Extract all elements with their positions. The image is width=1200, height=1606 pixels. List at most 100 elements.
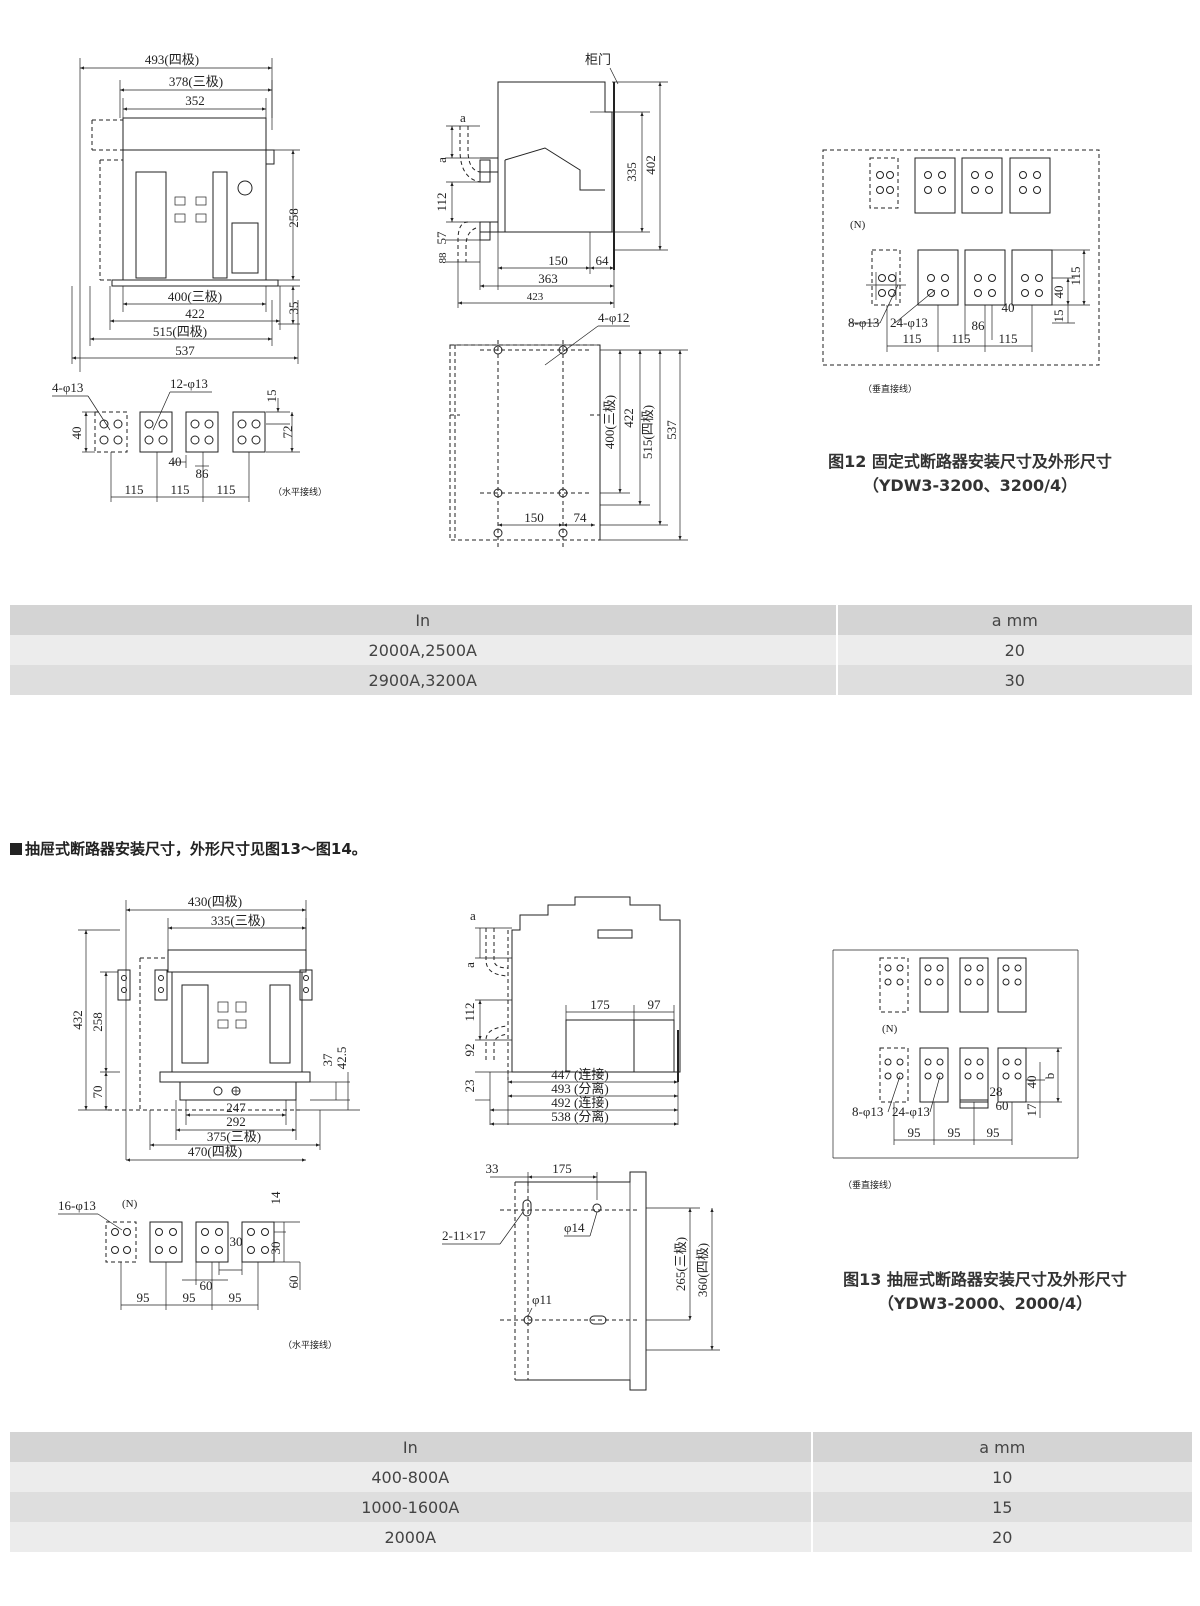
dim-115b: 115 xyxy=(170,482,189,497)
dim-95b-vert: 95 xyxy=(948,1125,961,1140)
dim-422: 422 xyxy=(185,306,205,321)
caption-horizontal: （水平接线） xyxy=(273,486,327,498)
label-n-horiz: (N) xyxy=(122,1198,138,1210)
label-phi14: φ14 xyxy=(564,1220,585,1235)
dim-28: 28 xyxy=(990,1084,1003,1099)
fig12-mounting-view: 4-φ12 150 74 400(三极) 422 515(四极) 537 xyxy=(449,310,688,550)
fig12-vertical-wiring: (N) 8-φ13 24-φ13 86 40 xyxy=(822,149,1100,395)
fig13-vertical-wiring: (N) 8-φ13 24-φ13 28 60 40 b xyxy=(832,949,1079,1191)
dim-258: 258 xyxy=(90,1012,105,1032)
dim-423: 423 xyxy=(527,291,544,303)
dim-112: 112 xyxy=(434,192,449,211)
dim-a1-13: a xyxy=(470,908,476,923)
dim-352: 352 xyxy=(185,93,205,108)
cell-in: 2000A xyxy=(10,1522,812,1552)
dim-35: 35 xyxy=(286,302,301,315)
table-fixed-breaker: In a mm 2000A,2500A 20 2900A,3200A 30 xyxy=(10,605,1192,695)
dim-493: 493(四极) xyxy=(145,52,199,67)
fig12-caption: 图12 固定式断路器安装尺寸及外形尺寸 （YDW3-3200、3200/4） xyxy=(770,450,1170,498)
label-16-phi13: 16-φ13 xyxy=(58,1198,96,1213)
cell-in: 400-800A xyxy=(10,1462,812,1492)
fig12-front-view: 493(四极) 378(三极) 352 258 35 xyxy=(71,52,301,372)
dim-70: 70 xyxy=(90,1086,105,1099)
square-bullet-icon xyxy=(10,843,22,855)
fig13-side-view: a a 112 92 23 175 97 447 (连接) 493 (分离) 4… xyxy=(462,896,681,1126)
cell-a: 20 xyxy=(835,635,1192,665)
dim-537-mount: 537 xyxy=(664,420,679,440)
fig12-subtitle: （YDW3-3200、3200/4） xyxy=(862,476,1078,495)
dim-60-h: 60 xyxy=(200,1278,213,1293)
label-12-phi13: 12-φ13 xyxy=(170,376,208,391)
dim-492: 492 (连接) xyxy=(551,1095,608,1110)
label-8-phi13-vert-13: 8-φ13 xyxy=(852,1104,883,1119)
table-header-row: In a mm xyxy=(10,1432,1192,1462)
fig13-horizontal-wiring: 16-φ13 (N) 14 30 60 30 60 95 xyxy=(58,1191,337,1351)
dim-97: 97 xyxy=(648,997,662,1012)
label-24-phi13-vert: 24-φ13 xyxy=(890,315,928,330)
dim-33: 33 xyxy=(486,1161,499,1176)
dim-14: 14 xyxy=(268,1191,283,1205)
dim-265: 265(三极) xyxy=(673,1237,688,1291)
dim-115a-vert: 115 xyxy=(902,331,921,346)
dim-432: 432 xyxy=(70,1010,85,1030)
dim-64: 64 xyxy=(596,253,610,268)
dim-15-right: 15 xyxy=(1051,310,1066,323)
dim-112-13: 112 xyxy=(462,1002,477,1021)
caption-vertical: （垂直接线） xyxy=(863,383,917,395)
dim-422-mount: 422 xyxy=(621,408,636,428)
dim-402: 402 xyxy=(643,155,658,175)
header-a-mm: a mm xyxy=(835,605,1192,635)
caption-vertical-13: （垂直接线） xyxy=(843,1179,897,1191)
cell-in: 2900A,3200A xyxy=(10,665,837,695)
label-4-phi13: 4-φ13 xyxy=(52,380,83,395)
dim-175-mount: 175 xyxy=(552,1161,572,1176)
dim-40-right: 40 xyxy=(1051,286,1066,299)
dim-a1: a xyxy=(460,110,466,125)
dim-40: 40 xyxy=(69,427,84,440)
dim-86-vert: 86 xyxy=(972,318,986,333)
label-slot: 2-11×17 xyxy=(442,1228,486,1243)
fig12-title: 图12 固定式断路器安装尺寸及外形尺寸 xyxy=(828,452,1112,471)
dim-88: 88 xyxy=(437,252,449,264)
dim-115c: 115 xyxy=(216,482,235,497)
dim-30-h: 30 xyxy=(230,1234,243,1249)
dim-292: 292 xyxy=(226,1114,246,1129)
dim-115a: 115 xyxy=(124,482,143,497)
dim-537: 537 xyxy=(175,343,195,358)
dim-a2-13: a xyxy=(462,962,477,968)
table-row: 400-800A 10 xyxy=(10,1462,1192,1492)
dim-515-mount: 515(四极) xyxy=(640,405,655,459)
dim-400-mount: 400(三极) xyxy=(602,395,617,449)
label-4-phi12: 4-φ12 xyxy=(598,310,629,325)
label-24-phi13-vert-13: 24-φ13 xyxy=(892,1104,930,1119)
table-row: 2000A 20 xyxy=(10,1522,1192,1552)
dim-363: 363 xyxy=(538,271,558,286)
fig13-front-view: 430(四极) 335(三极) 432 258 70 xyxy=(70,894,360,1162)
dim-95c-vert: 95 xyxy=(987,1125,1000,1140)
dim-115b-vert: 115 xyxy=(951,331,970,346)
dim-335: 335 xyxy=(624,162,639,182)
header-in: In xyxy=(10,1432,812,1462)
dim-375: 375(三极) xyxy=(207,1129,261,1144)
table-drawout-breaker: In a mm 400-800A 10 1000-1600A 15 2000A … xyxy=(10,1432,1192,1552)
label-phi11: φ11 xyxy=(532,1292,552,1307)
cell-a: 20 xyxy=(810,1522,1192,1552)
table-row: 1000-1600A 15 xyxy=(10,1492,1192,1522)
dim-115-right: 115 xyxy=(1068,266,1083,285)
dim-95b: 95 xyxy=(183,1290,196,1305)
table-row: 2900A,3200A 30 xyxy=(10,665,1192,695)
dim-95a: 95 xyxy=(137,1290,150,1305)
dim-150-mount: 150 xyxy=(524,510,544,525)
dim-538: 538 (分离) xyxy=(551,1109,608,1124)
dim-150: 150 xyxy=(548,253,568,268)
dim-515: 515(四极) xyxy=(153,324,207,339)
dim-17: 17 xyxy=(1024,1103,1039,1117)
dim-40b: 40 xyxy=(169,454,182,469)
dim-175: 175 xyxy=(590,997,610,1012)
dim-74-mount: 74 xyxy=(574,510,588,525)
dim-23: 23 xyxy=(462,1080,477,1093)
label-8-phi13-vert: 8-φ13 xyxy=(848,315,879,330)
label-cabinet-door: 柜门 xyxy=(585,52,611,67)
table-row: 2000A,2500A 20 xyxy=(10,635,1192,665)
